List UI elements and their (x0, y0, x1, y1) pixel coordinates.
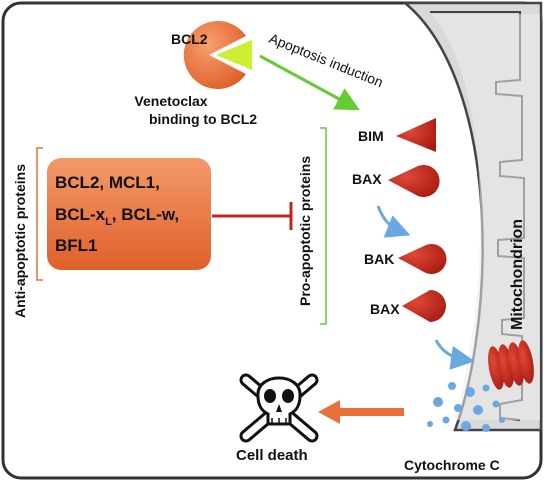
pro-apoptotic-bracket (320, 127, 327, 325)
venetoclax-binding: BCL2 Venetoclax binding to BCL2 (134, 21, 257, 127)
anti-apoptotic-box-line3: BFL1 (55, 236, 98, 255)
anti-apoptotic-side-label: Anti-apoptotic proteins (12, 164, 28, 318)
bim-triangle (396, 118, 436, 152)
pacman-label: BCL2 (171, 31, 208, 47)
pacman-icon (183, 21, 246, 90)
curved-arrow-icon (376, 205, 411, 238)
mitochondrion-inner-space (432, 14, 540, 420)
anti-apoptotic-bracket (36, 147, 43, 281)
venetoclax-caption-line2: binding to BCL2 (149, 111, 257, 127)
release-arrow (434, 339, 475, 370)
bax-1-shape (388, 165, 440, 197)
venetoclax-caption-line1: Venetoclax (134, 93, 207, 109)
anti-apoptotic-box (47, 158, 211, 270)
mitochondrial-pore (434, 339, 534, 390)
bclxl-subscript: L (105, 216, 112, 228)
protein-label-bim: BIM (358, 128, 384, 144)
venetoclax-triangle (216, 40, 252, 70)
anti-apoptotic-section: Anti-apoptotic proteins BCL2, MCL1, BCL-… (12, 147, 211, 318)
bak-shape (398, 244, 447, 274)
cytochrome-c-dots (427, 382, 505, 432)
cell-death-label: Cell death (236, 447, 308, 464)
pore-segment-4 (518, 340, 534, 384)
mitochondrion-label: Mitochondrion (509, 219, 526, 330)
bclxl-suffix: , BCL-w, (112, 205, 179, 224)
skull-crossbones-icon (239, 373, 319, 443)
protein-label-bax-2: BAX (370, 301, 400, 317)
anti-apoptotic-box-line1: BCL2, MCL1, (55, 173, 160, 192)
protein-label-bax-1: BAX (352, 171, 382, 187)
pro-apoptotic-section: Pro-apoptotic proteins BIM BAX BAK BAX (297, 118, 447, 325)
bax-2-shape (402, 290, 446, 322)
cytochrome-c-label: Cytochrome C (404, 457, 500, 473)
inhibition-arrow (212, 202, 293, 230)
pro-apoptotic-side-label: Pro-apoptotic proteins (297, 156, 313, 306)
death-arrow (318, 400, 404, 424)
apoptosis-induction-arrow (259, 54, 360, 111)
protein-label-bak: BAK (364, 251, 394, 267)
anti-apoptotic-box-line2: BCL-xL, BCL-w, (55, 205, 179, 228)
bclxl-prefix: BCL-x (55, 205, 106, 224)
